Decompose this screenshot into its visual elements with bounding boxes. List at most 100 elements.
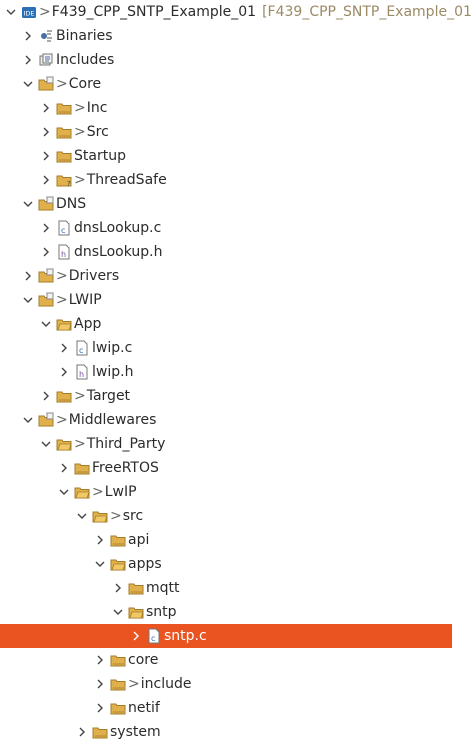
tree-item-middlewares[interactable]: >Middlewares xyxy=(0,408,452,432)
svg-text:c: c xyxy=(61,226,65,235)
ide-project-icon: IDE xyxy=(21,4,37,20)
tree-item-include[interactable]: >include xyxy=(0,672,452,696)
chevron-right-icon[interactable] xyxy=(74,724,90,740)
project-name: F439_CPP_SNTP_Example_01 xyxy=(51,4,257,20)
svg-text:c: c xyxy=(79,346,83,355)
svg-text:h: h xyxy=(61,250,66,259)
chevron-down-icon[interactable] xyxy=(20,76,36,92)
tree-item-mqtt[interactable]: mqtt xyxy=(0,576,452,600)
chevron-right-icon[interactable] xyxy=(110,580,126,596)
tree-item-system[interactable]: system xyxy=(0,720,452,744)
chevron-down-icon[interactable] xyxy=(20,196,36,212)
folder-open-icon xyxy=(128,604,144,620)
chevron-down-icon[interactable] xyxy=(110,604,126,620)
chevron-right-icon[interactable] xyxy=(92,532,108,548)
tree-item-apps[interactable]: apps xyxy=(0,552,452,576)
chevron-down-icon[interactable] xyxy=(74,508,90,524)
tree-item-third-party[interactable]: >Third_Party xyxy=(0,432,452,456)
tree-item-dns[interactable]: DNS xyxy=(0,192,452,216)
tree-item-lwip-h[interactable]: h lwip.h xyxy=(0,360,452,384)
c-file-icon: c xyxy=(74,340,90,356)
source-folder-icon xyxy=(38,268,54,284)
chevron-right-icon[interactable] xyxy=(56,364,72,380)
chevron-down-icon[interactable] xyxy=(20,292,36,308)
folder-icon xyxy=(56,100,72,116)
chevron-down-icon[interactable] xyxy=(56,484,72,500)
tree-item-project[interactable]: IDE >F439_CPP_SNTP_Example_01[F439_CPP_S… xyxy=(0,0,472,24)
tree-item-app[interactable]: App xyxy=(0,312,452,336)
folder-icon xyxy=(110,532,126,548)
c-file-icon: c xyxy=(56,220,72,236)
svg-text:c: c xyxy=(151,634,155,643)
tree-item-drivers[interactable]: >Drivers xyxy=(0,264,452,288)
chevron-right-icon[interactable] xyxy=(38,148,54,164)
folder-icon xyxy=(110,652,126,668)
tree-item-core[interactable]: >Core xyxy=(0,72,452,96)
svg-text:IDE: IDE xyxy=(23,10,34,18)
folder-icon xyxy=(110,700,126,716)
folder-icon xyxy=(56,124,72,140)
tree-item-binaries[interactable]: Binaries xyxy=(0,24,452,48)
chevron-down-icon[interactable] xyxy=(38,436,54,452)
tree-item-src[interactable]: >Src xyxy=(0,120,452,144)
source-folder-icon xyxy=(38,292,54,308)
h-file-icon: h xyxy=(74,364,90,380)
c-file-icon: c xyxy=(146,628,162,644)
svg-text:?: ? xyxy=(67,180,71,188)
folder-open-icon xyxy=(56,316,72,332)
chevron-down-icon[interactable] xyxy=(92,556,108,572)
folder-icon xyxy=(92,724,108,740)
chevron-down-icon[interactable] xyxy=(20,412,36,428)
chevron-right-icon[interactable] xyxy=(56,340,72,356)
chevron-right-icon[interactable] xyxy=(38,124,54,140)
folder-open-icon xyxy=(74,484,90,500)
chevron-right-icon[interactable] xyxy=(56,460,72,476)
tree-item-api[interactable]: api xyxy=(0,528,452,552)
tree-item-lwip-c[interactable]: c lwip.c xyxy=(0,336,452,360)
tree-item-lwip-middleware[interactable]: >LwIP xyxy=(0,480,452,504)
folder-icon xyxy=(56,148,72,164)
chevron-right-icon[interactable] xyxy=(20,52,36,68)
tree-item-threadsafe[interactable]: ? >ThreadSafe xyxy=(0,168,452,192)
chevron-right-icon[interactable] xyxy=(92,652,108,668)
chevron-right-icon[interactable] xyxy=(38,172,54,188)
folder-unknown-icon: ? xyxy=(56,172,72,188)
project-location: [F439_CPP_SNTP_Example_01 xyxy=(262,4,472,20)
tree-item-lwip[interactable]: >LWIP xyxy=(0,288,452,312)
chevron-down-icon[interactable] xyxy=(38,316,54,332)
tree-item-target[interactable]: >Target xyxy=(0,384,452,408)
chevron-right-icon[interactable] xyxy=(38,100,54,116)
folder-icon xyxy=(110,676,126,692)
tree-item-includes[interactable]: Includes xyxy=(0,48,452,72)
tree-item-sntp-c[interactable]: c sntp.c xyxy=(0,624,452,648)
folder-icon xyxy=(56,388,72,404)
source-folder-icon xyxy=(38,196,54,212)
tree-item-netif[interactable]: netif xyxy=(0,696,452,720)
folder-open-icon xyxy=(92,508,108,524)
chevron-right-icon[interactable] xyxy=(38,388,54,404)
chevron-right-icon[interactable] xyxy=(20,268,36,284)
chevron-right-icon[interactable] xyxy=(38,220,54,236)
tree-item-lwip-src[interactable]: >src xyxy=(0,504,452,528)
tree-item-freertos[interactable]: FreeRTOS xyxy=(0,456,452,480)
source-folder-icon xyxy=(38,76,54,92)
folder-open-icon xyxy=(110,556,126,572)
tree-item-startup[interactable]: Startup xyxy=(0,144,452,168)
tree-item-dnslookup-c[interactable]: c dnsLookup.c xyxy=(0,216,452,240)
chevron-down-icon[interactable] xyxy=(3,4,19,20)
folder-open-icon xyxy=(56,436,72,452)
tree-item-core-lwip[interactable]: core xyxy=(0,648,452,672)
folder-icon xyxy=(74,460,90,476)
chevron-right-icon[interactable] xyxy=(92,700,108,716)
tree-item-sntp-folder[interactable]: sntp xyxy=(0,600,452,624)
chevron-right-icon[interactable] xyxy=(128,628,144,644)
tree-item-dnslookup-h[interactable]: h dnsLookup.h xyxy=(0,240,452,264)
includes-icon xyxy=(38,52,54,68)
chevron-right-icon[interactable] xyxy=(92,676,108,692)
chevron-right-icon[interactable] xyxy=(20,28,36,44)
svg-text:h: h xyxy=(79,370,84,379)
chevron-right-icon[interactable] xyxy=(38,244,54,260)
tree-item-inc[interactable]: >Inc xyxy=(0,96,452,120)
h-file-icon: h xyxy=(56,244,72,260)
